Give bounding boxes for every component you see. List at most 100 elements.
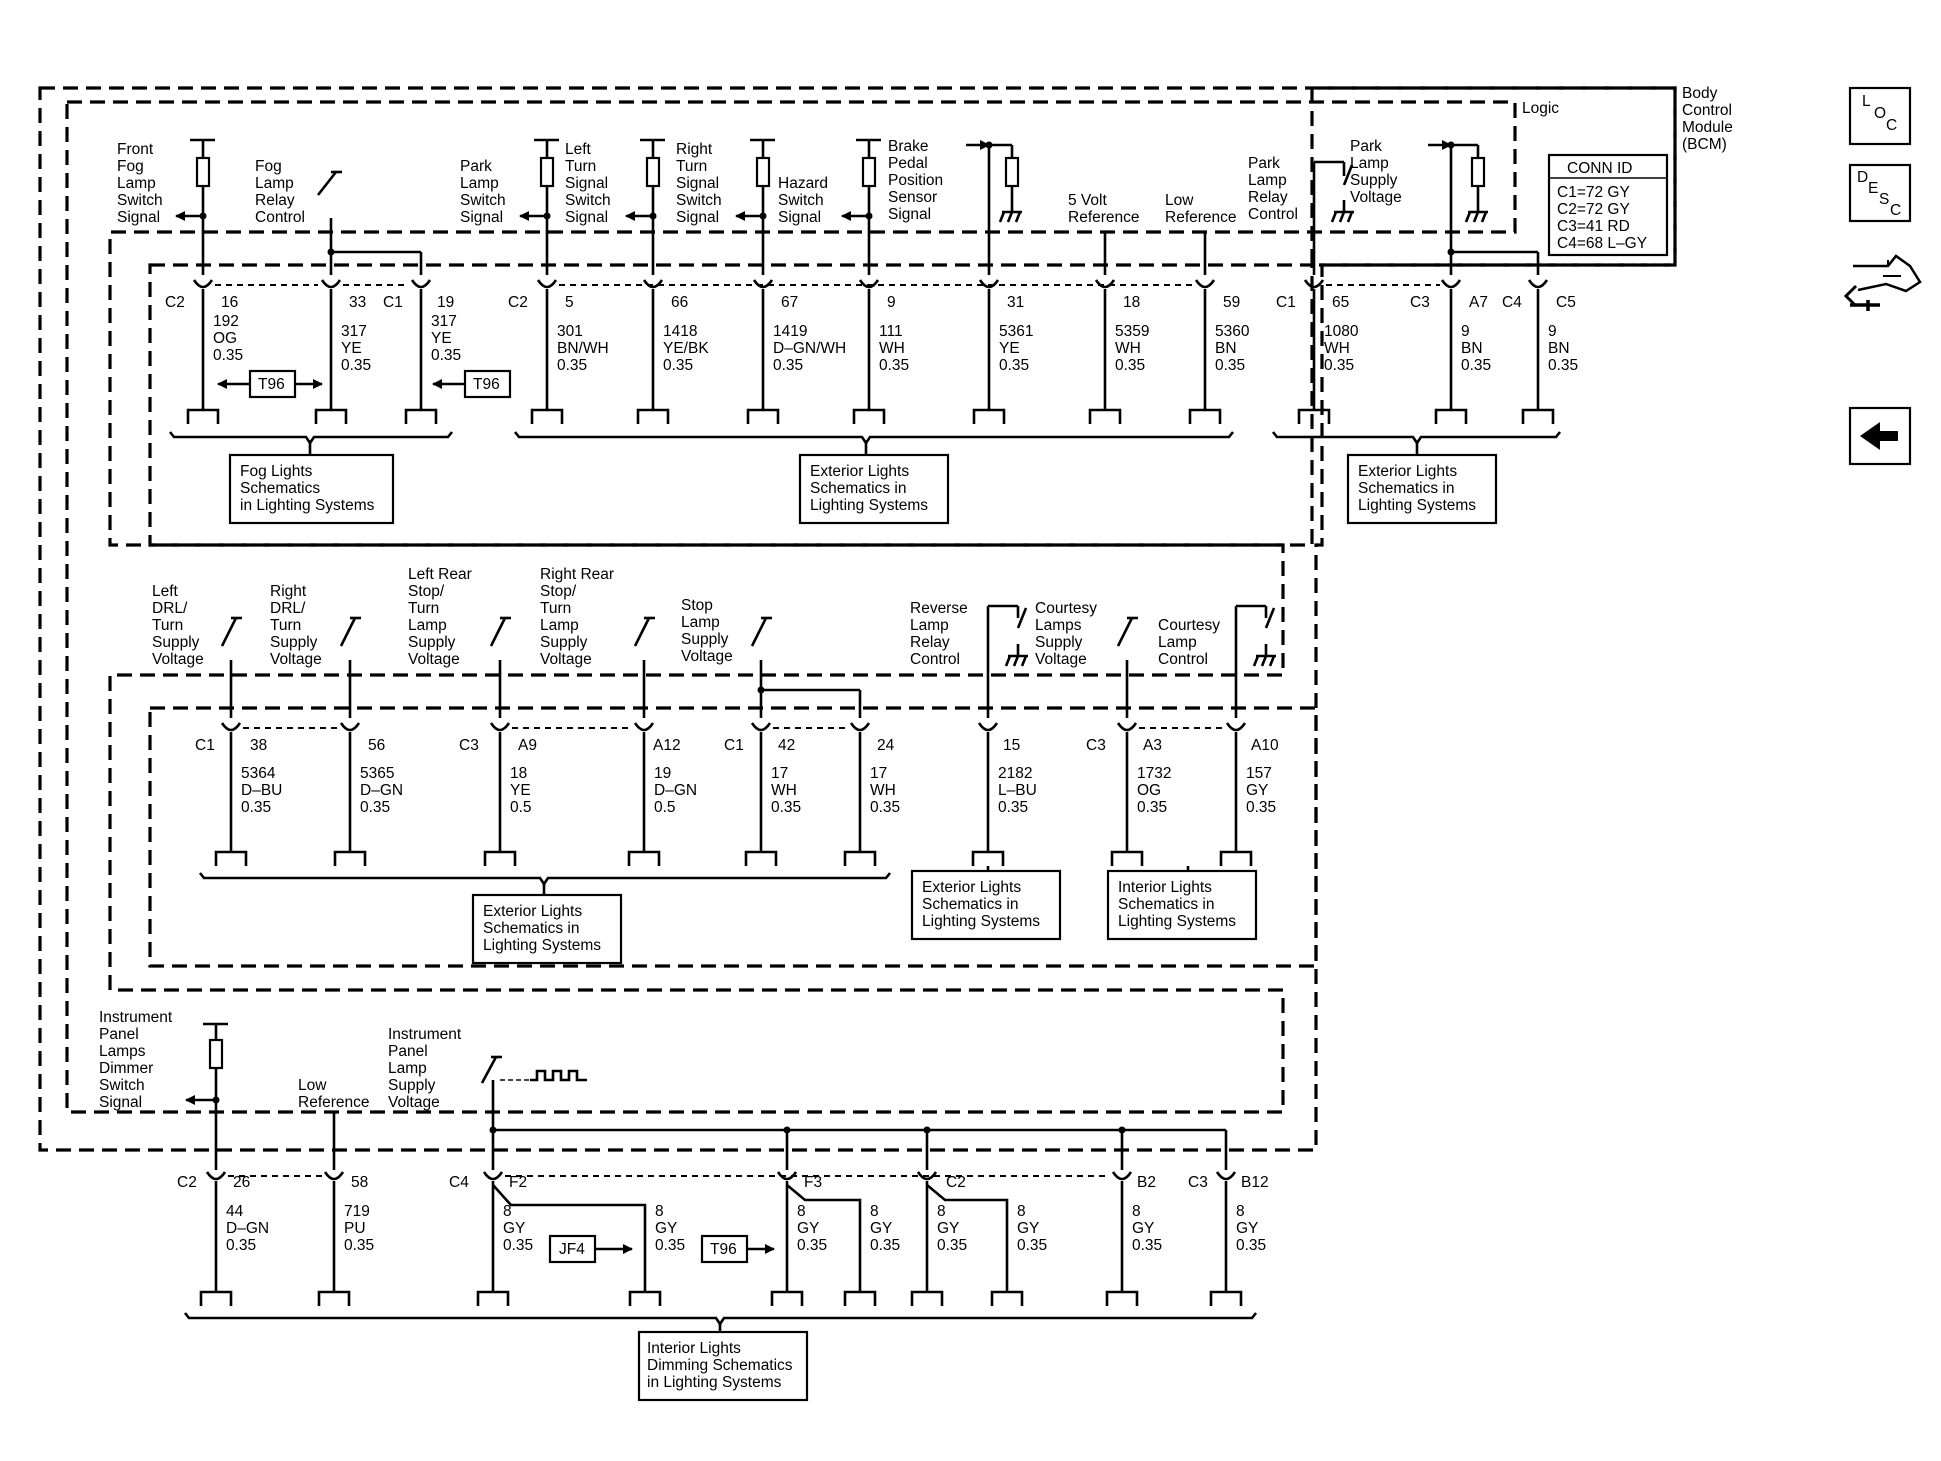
svg-text:Exterior Lights: Exterior Lights bbox=[483, 903, 582, 920]
svg-text:GY: GY bbox=[1236, 1220, 1258, 1237]
loc-button[interactable]: L O C bbox=[1848, 86, 1912, 146]
conn-id-title: CONN ID bbox=[1567, 160, 1632, 177]
signal-label-left-turn-switch: Left Turn Signal Switch Signal bbox=[565, 141, 611, 226]
svg-text:5365: 5365 bbox=[360, 765, 394, 782]
svg-text:Fog Lights: Fog Lights bbox=[240, 463, 313, 480]
svg-text:Lamp: Lamp bbox=[910, 617, 949, 634]
svg-text:Supply: Supply bbox=[681, 631, 729, 648]
pin-number: B2 bbox=[1137, 1174, 1156, 1191]
reference-t96-row1[interactable]: T96 bbox=[217, 369, 323, 399]
destination-exterior-lights[interactable]: Exterior Lights Schematics in Lighting S… bbox=[1346, 453, 1498, 525]
svg-text:YE: YE bbox=[341, 340, 362, 357]
svg-text:BN: BN bbox=[1461, 340, 1483, 357]
svg-text:301: 301 bbox=[557, 323, 583, 340]
harness-connector-icon[interactable] bbox=[1843, 254, 1922, 311]
ip-lamp-pwm-driver bbox=[480, 1055, 1228, 1170]
connector-id: C2 bbox=[508, 294, 528, 311]
svg-text:Interior Lights: Interior Lights bbox=[647, 1340, 741, 1357]
svg-text:Signal: Signal bbox=[99, 1094, 142, 1111]
back-button[interactable] bbox=[1848, 406, 1912, 466]
svg-text:Supply: Supply bbox=[152, 634, 200, 651]
svg-text:Fog: Fog bbox=[117, 158, 144, 175]
svg-text:D–GN: D–GN bbox=[226, 1220, 269, 1237]
svg-text:0.35: 0.35 bbox=[998, 799, 1028, 816]
svg-text:Panel: Panel bbox=[99, 1026, 139, 1043]
svg-text:Turn: Turn bbox=[270, 617, 301, 634]
destination-interior-lights[interactable]: Interior Lights Schematics in Lighting S… bbox=[1106, 869, 1258, 941]
svg-text:Fog: Fog bbox=[255, 158, 282, 175]
pin-number: 19 bbox=[437, 294, 454, 311]
logic-label: Logic bbox=[1522, 100, 1559, 117]
svg-text:L–BU: L–BU bbox=[998, 782, 1037, 799]
row3-circuits: Instrument Panel Lamps Dimmer Switch Sig… bbox=[99, 1009, 1269, 1402]
svg-text:Hazard: Hazard bbox=[778, 175, 828, 192]
svg-text:2182: 2182 bbox=[998, 765, 1032, 782]
svg-text:Lamp: Lamp bbox=[388, 1060, 427, 1077]
svg-text:Lighting Systems: Lighting Systems bbox=[483, 937, 601, 954]
svg-text:Signal: Signal bbox=[888, 206, 931, 223]
pin-number: F2 bbox=[509, 1174, 527, 1191]
destination-interior-dimming[interactable]: Interior Lights Dimming Schematics in Li… bbox=[637, 1330, 809, 1402]
svg-text:Relay: Relay bbox=[910, 634, 950, 651]
svg-text:0.35: 0.35 bbox=[1115, 357, 1145, 374]
svg-text:Signal: Signal bbox=[117, 209, 160, 226]
svg-text:Lamp: Lamp bbox=[540, 617, 579, 634]
connector-id: C3 bbox=[1086, 737, 1106, 754]
destination-fog-lights[interactable]: Fog Lights Schematics in Lighting System… bbox=[228, 453, 395, 525]
signal-label-low-reference: Low Reference bbox=[298, 1077, 370, 1111]
connector-pins-row1 bbox=[192, 279, 1549, 410]
svg-text:Control: Control bbox=[1682, 102, 1732, 119]
svg-text:BN: BN bbox=[1215, 340, 1237, 357]
svg-text:GY: GY bbox=[937, 1220, 959, 1237]
pin-number: 18 bbox=[1123, 294, 1140, 311]
svg-text:Courtesy: Courtesy bbox=[1035, 600, 1097, 617]
svg-text:Signal: Signal bbox=[676, 209, 719, 226]
svg-text:Turn: Turn bbox=[565, 158, 596, 175]
svg-text:YE/BK: YE/BK bbox=[663, 340, 709, 357]
svg-text:8: 8 bbox=[1017, 1203, 1026, 1220]
svg-text:D: D bbox=[1857, 169, 1868, 186]
svg-text:Supply: Supply bbox=[408, 634, 456, 651]
svg-text:Lighting Systems: Lighting Systems bbox=[922, 913, 1040, 930]
signal-label-5v-reference: 5 Volt Reference bbox=[1068, 192, 1140, 226]
svg-text:Lighting Systems: Lighting Systems bbox=[810, 497, 928, 514]
reference-t96-row1b[interactable]: T96 bbox=[432, 369, 512, 399]
svg-text:Voltage: Voltage bbox=[408, 651, 460, 668]
svg-text:Stop/: Stop/ bbox=[540, 583, 577, 600]
connector-boundary-row2 bbox=[148, 706, 1318, 968]
pin-number: 9 bbox=[887, 294, 896, 311]
pin-number: A7 bbox=[1469, 294, 1488, 311]
svg-text:D–BU: D–BU bbox=[241, 782, 282, 799]
pin-labels-row3: C2 26 58 C4 F2 F3 C2 B2 C3 B12 bbox=[177, 1174, 1269, 1191]
destination-exterior-lights[interactable]: Exterior Lights Schematics in Lighting S… bbox=[798, 453, 950, 525]
park-lamp-relay-switch bbox=[1312, 160, 1354, 275]
svg-text:0.35: 0.35 bbox=[503, 1237, 533, 1254]
svg-text:Signal: Signal bbox=[460, 209, 503, 226]
reference-jf4[interactable]: JF4 bbox=[548, 1234, 633, 1264]
svg-text:192: 192 bbox=[213, 313, 239, 330]
svg-text:GY: GY bbox=[797, 1220, 819, 1237]
svg-text:Switch: Switch bbox=[460, 192, 506, 209]
svg-text:Right: Right bbox=[676, 141, 713, 158]
svg-text:0.35: 0.35 bbox=[360, 799, 390, 816]
signal-label-right-turn-switch: Right Turn Signal Switch Signal bbox=[676, 141, 722, 226]
svg-text:5364: 5364 bbox=[241, 765, 276, 782]
destination-exterior-lights[interactable]: Exterior Lights Schematics in Lighting S… bbox=[910, 869, 1062, 941]
svg-text:719: 719 bbox=[344, 1203, 370, 1220]
svg-text:O: O bbox=[1874, 105, 1886, 122]
signal-label-fog-lamp-relay-control: Fog Lamp Relay Control bbox=[255, 158, 305, 226]
svg-text:0.35: 0.35 bbox=[771, 799, 801, 816]
svg-text:Voltage: Voltage bbox=[681, 648, 733, 665]
reference-t96-row3[interactable]: T96 bbox=[700, 1234, 775, 1264]
fog-lamp-relay-switch bbox=[316, 170, 423, 275]
svg-text:GY: GY bbox=[655, 1220, 677, 1237]
svg-text:Switch: Switch bbox=[676, 192, 722, 209]
pin-number: F3 bbox=[804, 1174, 822, 1191]
connector-id: C4 bbox=[449, 1174, 469, 1191]
destination-exterior-lights[interactable]: Exterior Lights Schematics in Lighting S… bbox=[471, 893, 623, 965]
svg-text:T96: T96 bbox=[473, 376, 500, 393]
desc-button[interactable]: D E S C bbox=[1848, 163, 1912, 223]
svg-text:Schematics in: Schematics in bbox=[483, 920, 579, 937]
svg-text:Left: Left bbox=[565, 141, 592, 158]
svg-text:Low: Low bbox=[298, 1077, 327, 1094]
